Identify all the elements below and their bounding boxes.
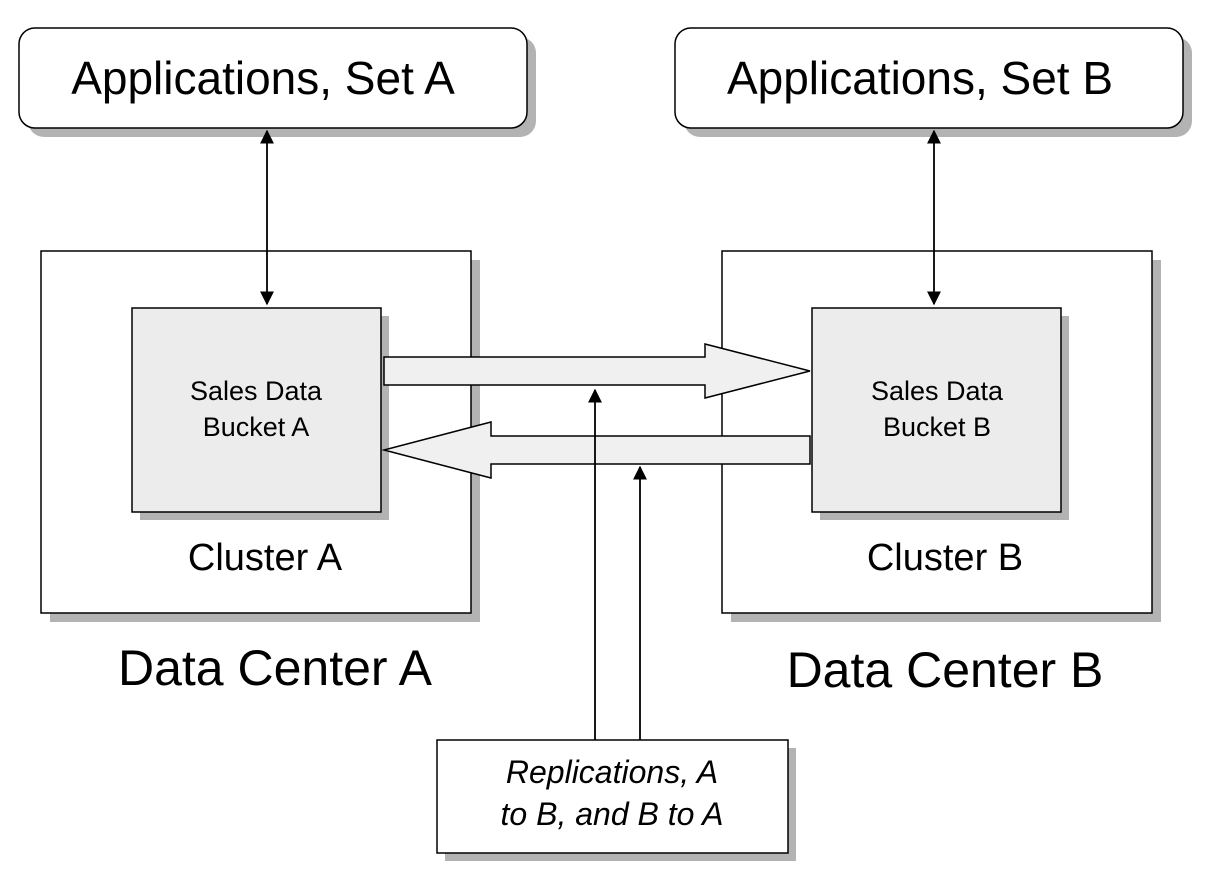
applications-set-a-box: Applications, Set A (18, 27, 536, 137)
replications-label-line1: Replications, A (506, 754, 718, 790)
data-center-a: Sales Data Bucket A Cluster A (40, 250, 480, 622)
bucket-b-label-line1: Sales Data (871, 376, 1004, 406)
replications-box: Replications, A to B, and B to A (436, 739, 796, 861)
bucket-a-label-line2: Bucket A (203, 412, 310, 442)
data-center-a-label: Data Center A (118, 640, 433, 696)
bucket-b-label-line2: Bucket B (883, 412, 991, 442)
cluster-b-label: Cluster B (867, 537, 1023, 579)
applications-set-b-label: Applications, Set B (727, 52, 1113, 104)
sales-data-bucket-b: Sales Data Bucket B (811, 307, 1069, 520)
applications-set-b-box: Applications, Set B (674, 27, 1192, 137)
bucket-a-label-line1: Sales Data (190, 376, 323, 406)
replication-arrow-b-to-a (381, 421, 811, 479)
replication-arrow-a-to-b (383, 343, 811, 399)
sales-data-bucket-a: Sales Data Bucket A (131, 307, 389, 520)
applications-set-a-label: Applications, Set A (71, 52, 455, 104)
cluster-a-label: Cluster A (188, 537, 343, 579)
data-center-b-label: Data Center B (787, 642, 1104, 698)
replications-label-line2: to B, and B to A (501, 796, 724, 832)
